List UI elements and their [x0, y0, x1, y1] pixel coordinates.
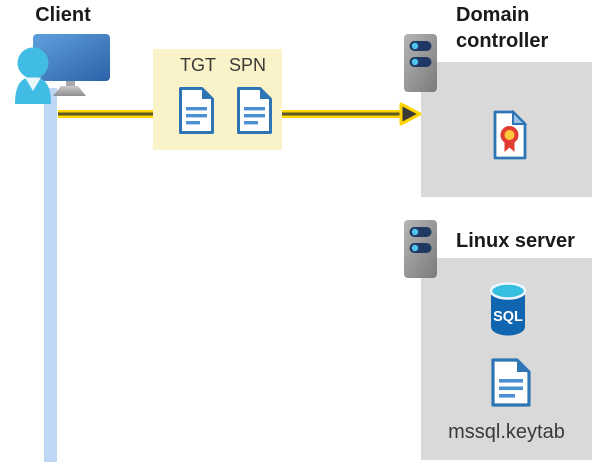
- server-icon: [404, 220, 437, 278]
- tgt-document-icon: [179, 87, 214, 134]
- monitor-stand-neck: [66, 81, 75, 89]
- token-labels: TGT SPN: [180, 55, 266, 76]
- tgt-label: TGT: [180, 55, 216, 75]
- sql-label: SQL: [493, 309, 523, 325]
- token-box: TGT SPN: [153, 49, 282, 150]
- linux-server-title: Linux server: [456, 230, 575, 252]
- domain-controller-title: Domain controller: [456, 4, 549, 52]
- arrow-right-icon: [399, 102, 422, 126]
- client-workstation-icon: [15, 34, 110, 104]
- spn-label: SPN: [229, 55, 267, 75]
- monitor-icon: [33, 34, 110, 81]
- client-title: Client: [35, 4, 91, 26]
- sql-database-icon: SQL: [489, 282, 527, 336]
- monitor-stand-base: [53, 86, 86, 96]
- spn-document-icon: [237, 87, 272, 134]
- person-head-icon: [17, 47, 49, 79]
- client-connector-line: [44, 88, 57, 462]
- server-icon: [404, 34, 437, 92]
- person-collar: [25, 77, 41, 91]
- keytab-document-icon: [491, 358, 531, 407]
- certificate-icon: [493, 110, 527, 160]
- keytab-filename: mssql.keytab: [448, 421, 565, 443]
